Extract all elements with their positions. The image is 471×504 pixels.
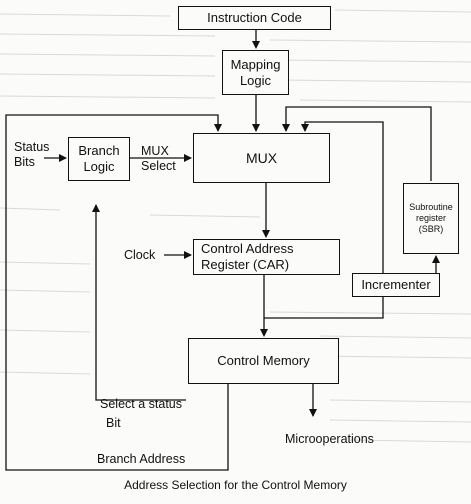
- bit-label: Bit: [106, 416, 121, 430]
- sbr-box: Subroutine register (SBR): [403, 183, 459, 254]
- wire-branch-address: [5, 114, 229, 471]
- wire-car-to-incrementer: [264, 297, 384, 319]
- branch-address-label: Branch Address: [97, 452, 186, 466]
- status-bits-label: Status Bits: [14, 140, 50, 169]
- mux-select-label: MUX Select: [141, 144, 176, 173]
- car-box: Control Address Register (CAR): [193, 239, 340, 275]
- wire-incrementer-to-mux: [301, 121, 384, 273]
- control-memory-box: Control Memory: [188, 338, 339, 384]
- clock-label: Clock: [124, 248, 156, 262]
- instruction-code-box: Instruction Code: [178, 6, 331, 30]
- select-status-label: Select a status: [100, 397, 182, 411]
- mapping-logic-box: Mapping Logic: [222, 50, 289, 95]
- wire-cm-to-branch: [92, 204, 186, 401]
- diagram-caption: Address Selection for the Control Memory: [124, 478, 347, 492]
- mux-box: MUX: [193, 133, 330, 183]
- incrementer-box: Incrementer: [352, 273, 440, 297]
- wire-sbr-to-mux: [282, 106, 432, 181]
- branch-logic-box: Branch Logic: [68, 137, 130, 181]
- microoperations-label: Microoperations: [285, 432, 374, 446]
